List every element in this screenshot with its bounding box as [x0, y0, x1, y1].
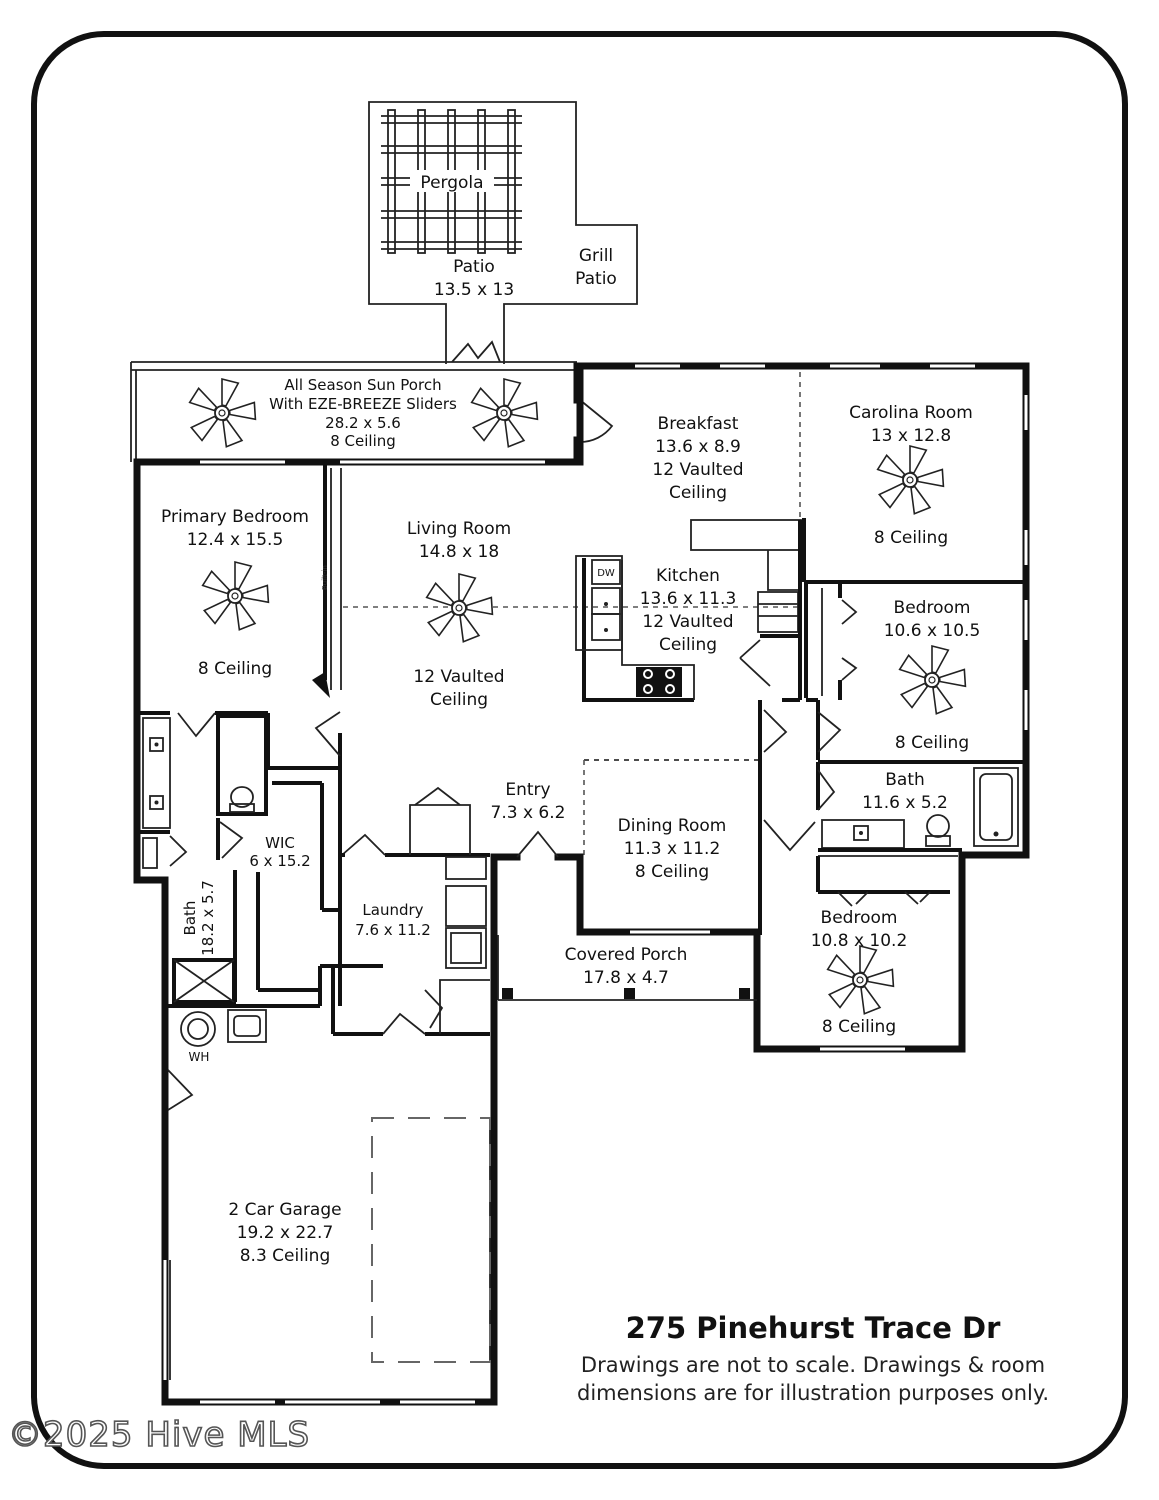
patio-door — [445, 336, 505, 364]
entry-label: Entry — [505, 780, 550, 800]
exterior-walls — [133, 362, 1030, 1406]
dining-room-dims: 11.3 x 11.2 — [624, 839, 721, 859]
grill-patio-label-2: Patio — [575, 269, 617, 289]
bedroom-3-label: Bedroom — [821, 908, 898, 928]
breakfast-ceiling-2: Ceiling — [669, 483, 727, 503]
garage-dims: 19.2 x 22.7 — [237, 1223, 334, 1243]
sun-porch-door-swing — [579, 399, 614, 443]
bedroom-2-ceiling: 8 Ceiling — [895, 733, 969, 753]
copyright-watermark: ©2025 Hive MLS — [8, 1415, 310, 1455]
bath-2-label: Bath — [885, 770, 925, 790]
primary-bedroom-label: Primary Bedroom — [161, 507, 309, 527]
page-frame — [31, 31, 1128, 1469]
living-room-ceiling-2: Ceiling — [430, 690, 488, 710]
pergola-structure — [381, 109, 522, 254]
bedroom-2-label: Bedroom — [894, 598, 971, 618]
patio-outline — [368, 101, 638, 336]
carolina-room-ceiling: 8 Ceiling — [874, 528, 948, 548]
primary-bedroom-ceiling: 8 Ceiling — [198, 659, 272, 679]
living-room-ceiling-1: 12 Vaulted — [413, 667, 504, 687]
entry-dims: 7.3 x 6.2 — [491, 803, 566, 823]
dishwasher-label: DW — [597, 568, 615, 579]
kitchen-ceiling-1: 12 Vaulted — [642, 612, 733, 632]
primary-bath-dims: 18.2 x 5.7 — [199, 880, 217, 956]
garage-fixtures — [167, 1009, 491, 1363]
kitchen-label: Kitchen — [656, 566, 720, 586]
dining-walls — [490, 759, 761, 936]
patio-dims: 13.5 x 13 — [434, 280, 514, 300]
bath-2-dims: 11.6 x 5.2 — [862, 793, 948, 813]
living-room-label: Living Room — [407, 519, 511, 539]
primary-bath-fixtures — [140, 712, 320, 1008]
pantry-hall-walls — [739, 520, 816, 935]
bedroom-3-ceiling: 8 Ceiling — [822, 1017, 896, 1037]
pergola-label: Pergola — [420, 173, 483, 193]
primary-bath-label: Bath — [181, 901, 199, 936]
garage-label: 2 Car Garage — [228, 1200, 341, 1220]
wic-label: WIC — [265, 834, 295, 852]
laundry-dims: 7.6 x 11.2 — [355, 921, 431, 939]
primary-bedroom-door-swing — [314, 711, 341, 757]
garage-ceiling: 8.3 Ceiling — [240, 1246, 331, 1266]
sun-porch-ceiling: 8 Ceiling — [330, 432, 396, 450]
bedroom-2-fan-icon — [898, 644, 967, 715]
wic-dims: 6 x 15.2 — [249, 852, 310, 870]
sun-porch-label-2: With EZE-BREEZE Sliders — [269, 395, 457, 413]
carolina-room-fan-icon — [876, 444, 945, 515]
covered-porch — [497, 935, 757, 1001]
grill-patio-label-1: Grill — [579, 246, 613, 266]
living-room-fan-icon — [425, 572, 494, 643]
primary-bedroom-fan-icon — [201, 560, 270, 631]
primary-bedroom-dims: 12.4 x 15.5 — [187, 530, 284, 550]
sun-porch-label-1: All Season Sun Porch — [284, 376, 441, 394]
built-in-label: Built-in — [321, 565, 329, 590]
carolina-room-dims: 13 x 12.8 — [871, 426, 951, 446]
bedroom-3-dims: 10.8 x 10.2 — [811, 931, 908, 951]
kitchen-counters — [575, 519, 802, 702]
bedroom-2-dims: 10.6 x 10.5 — [884, 621, 981, 641]
sun-porch-fan-left-icon — [188, 377, 257, 448]
dining-room-ceiling: 8 Ceiling — [635, 862, 709, 882]
water-heater-label: WH — [189, 1050, 210, 1064]
laundry-label: Laundry — [362, 901, 423, 919]
bedroom-3-walls — [816, 856, 950, 907]
sun-porch-fan-right-icon — [470, 377, 539, 448]
dining-room-label: Dining Room — [618, 816, 727, 836]
bath-2-fixtures — [816, 762, 1019, 857]
breakfast-dims: 13.6 x 8.9 — [655, 437, 741, 457]
laundry-walls — [318, 768, 490, 1036]
living-room-dims: 14.8 x 18 — [419, 542, 499, 562]
breakfast-ceiling-1: 12 Vaulted — [652, 460, 743, 480]
kitchen-dims: 13.6 x 11.3 — [640, 589, 737, 609]
wic-walls — [219, 781, 340, 992]
covered-porch-dims: 17.8 x 4.7 — [583, 968, 669, 988]
disclaimer-line-1: Drawings are not to scale. Drawings & ro… — [581, 1353, 1045, 1377]
property-address-title: 275 Pinehurst Trace Dr — [626, 1311, 1001, 1345]
carolina-room-label: Carolina Room — [849, 403, 973, 423]
disclaimer-line-2: dimensions are for illustration purposes… — [577, 1381, 1049, 1405]
breakfast-label: Breakfast — [658, 414, 739, 434]
kitchen-ceiling-2: Ceiling — [659, 635, 717, 655]
bedroom-2-walls — [804, 584, 1024, 764]
patio-label: Patio — [453, 257, 495, 277]
covered-porch-label: Covered Porch — [565, 945, 688, 965]
sun-porch-dims: 28.2 x 5.6 — [325, 414, 401, 432]
bedroom-3-fan-icon — [826, 944, 895, 1015]
